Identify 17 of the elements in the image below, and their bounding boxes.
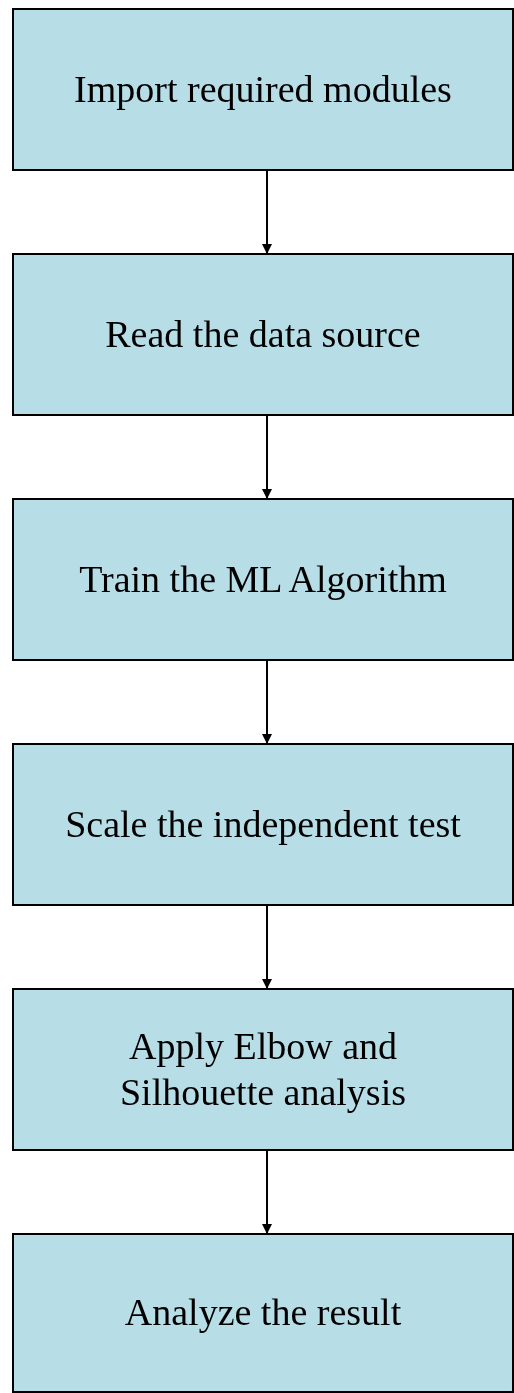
step-text: Read the data source: [105, 311, 421, 357]
arrow: [262, 170, 272, 254]
process-box: [12, 1233, 514, 1393]
arrow: [262, 1150, 272, 1234]
process-box: [12, 8, 514, 171]
step-text: Analyze the result: [124, 1290, 402, 1336]
step-text: Apply Elbow and Silhouette analysis: [119, 1023, 407, 1115]
step-text: Import required modules: [74, 66, 452, 112]
process-box: [12, 498, 514, 661]
process-box: [12, 988, 514, 1151]
process-box: [12, 743, 514, 906]
step-text: Scale the independent test: [65, 801, 461, 847]
process-box: [12, 253, 514, 416]
arrow: [262, 660, 272, 744]
arrow: [262, 415, 272, 499]
arrow: [262, 905, 272, 989]
step-text: Train the ML Algorithm: [79, 556, 447, 602]
